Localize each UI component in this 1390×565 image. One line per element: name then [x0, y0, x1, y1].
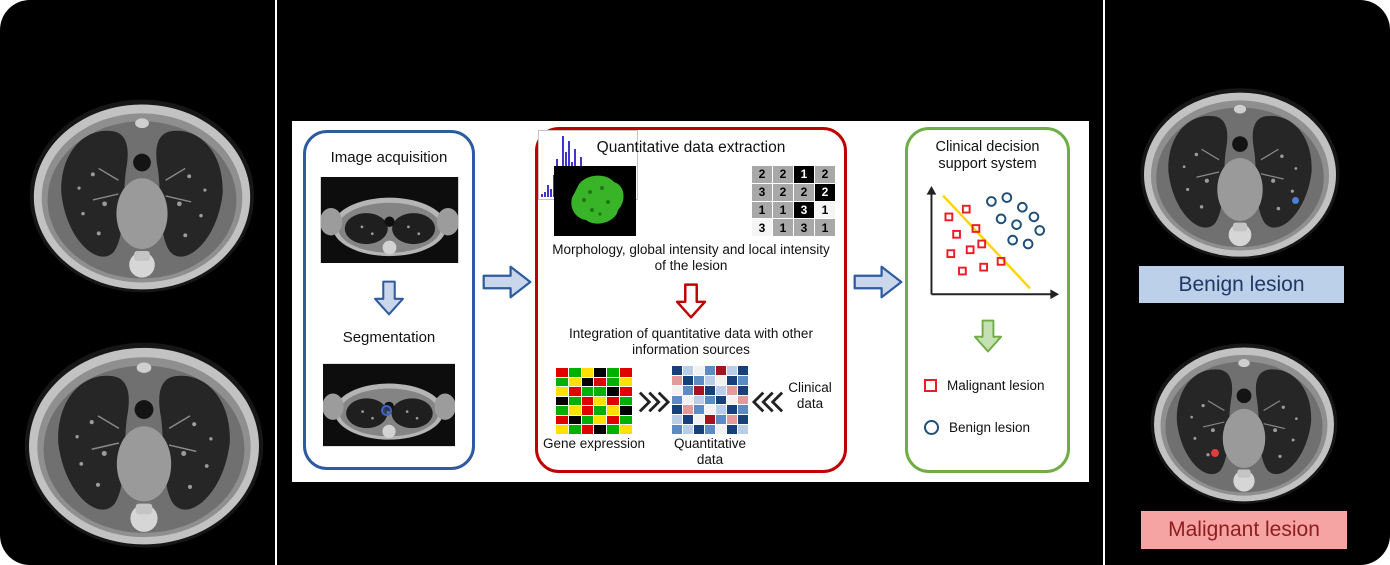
morphology-caption: Morphology, global intensity and local i…	[552, 242, 830, 274]
chevrons-left-icon	[752, 391, 784, 413]
decision-support-box: Clinical decision support system Maligna…	[905, 127, 1070, 473]
result-ct-malignant	[1126, 332, 1362, 512]
segmentation-ct-image	[323, 353, 455, 457]
malignant-lesion-marker	[1210, 449, 1219, 457]
column-divider-left	[275, 0, 277, 565]
integration-caption: Integration of quantitative data with ot…	[569, 326, 813, 358]
acquisition-ct-image	[318, 177, 461, 263]
right-arrow-icon	[853, 265, 903, 299]
legend-benign: Benign lesion	[924, 420, 1030, 435]
quantitative-data-label: Quantitative data	[673, 436, 747, 468]
clinical-data-label: Clinical data	[788, 380, 832, 412]
quantitative-data-heatmap	[672, 366, 748, 434]
image-acquisition-box: Image acquisition Segmentation	[303, 130, 475, 470]
decision-title: Clinical decision support system	[935, 139, 1040, 172]
down-arrow-icon	[973, 319, 1002, 353]
benign-circle-icon	[924, 420, 939, 435]
benign-lesion-marker	[1291, 196, 1299, 204]
input-ct-scan-bottom	[16, 328, 272, 558]
classification-scatter-plot	[926, 185, 1060, 300]
gene-expression-heatmap	[556, 368, 632, 434]
acquisition-title: Image acquisition	[330, 149, 448, 166]
down-arrow-icon	[675, 283, 707, 319]
malignant-result-chip: Malignant lesion	[1141, 511, 1347, 549]
input-ct-scan-top	[24, 82, 260, 306]
down-arrow-icon	[374, 280, 404, 316]
chevrons-right-icon	[638, 391, 670, 413]
lesion-morphology-figure	[554, 166, 636, 236]
legend-benign-label: Benign lesion	[949, 420, 1031, 435]
legend-malignant: Malignant lesion	[924, 378, 1045, 393]
segmented-lesion-marker	[381, 405, 393, 416]
extraction-title: Quantitative data extraction	[596, 139, 786, 156]
benign-result-chip: Benign lesion	[1139, 266, 1344, 303]
column-divider-right	[1103, 0, 1105, 565]
pipeline-panel: Image acquisition Segmentation Quantitat…	[292, 121, 1089, 482]
gene-expression-label: Gene expression	[542, 436, 646, 451]
malignant-square-icon	[924, 379, 937, 392]
result-ct-benign	[1127, 76, 1353, 268]
segmentation-title: Segmentation	[342, 329, 436, 346]
legend-malignant-label: Malignant lesion	[947, 378, 1045, 393]
right-arrow-icon	[482, 265, 532, 299]
